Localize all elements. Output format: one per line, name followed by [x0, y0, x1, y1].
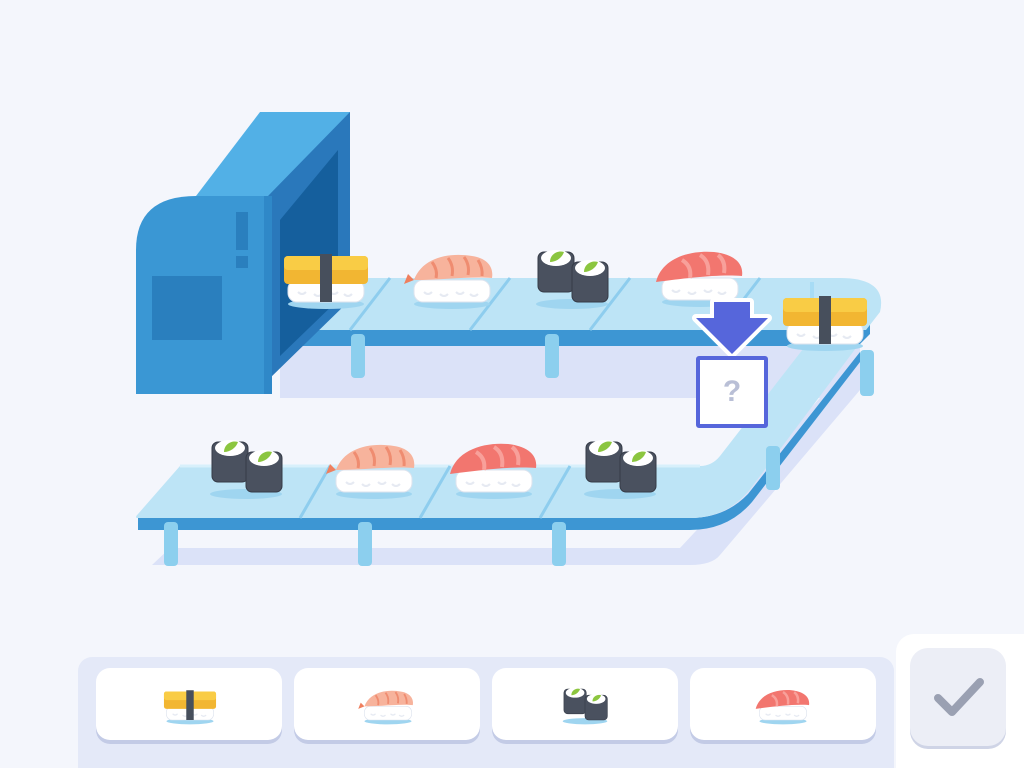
conveyor-shadow — [152, 330, 860, 565]
option-salmon-button[interactable] — [690, 668, 876, 740]
check-button[interactable] — [910, 648, 1006, 746]
option-shrimp-button[interactable] — [294, 668, 480, 740]
down-arrow-icon — [692, 298, 772, 358]
unknown-sushi-slot[interactable]: ? — [696, 356, 768, 428]
question-mark: ? — [722, 375, 742, 408]
conveyor-legs — [164, 334, 874, 566]
checkmark-icon — [934, 678, 984, 716]
option-maki-button[interactable] — [492, 668, 678, 740]
sushi-salmon-icon — [450, 444, 536, 499]
sushi-tamago-icon — [284, 254, 368, 309]
sushi-tamago-icon — [783, 296, 867, 351]
option-tamago-button[interactable] — [96, 668, 282, 740]
sushi-machine — [136, 112, 350, 394]
